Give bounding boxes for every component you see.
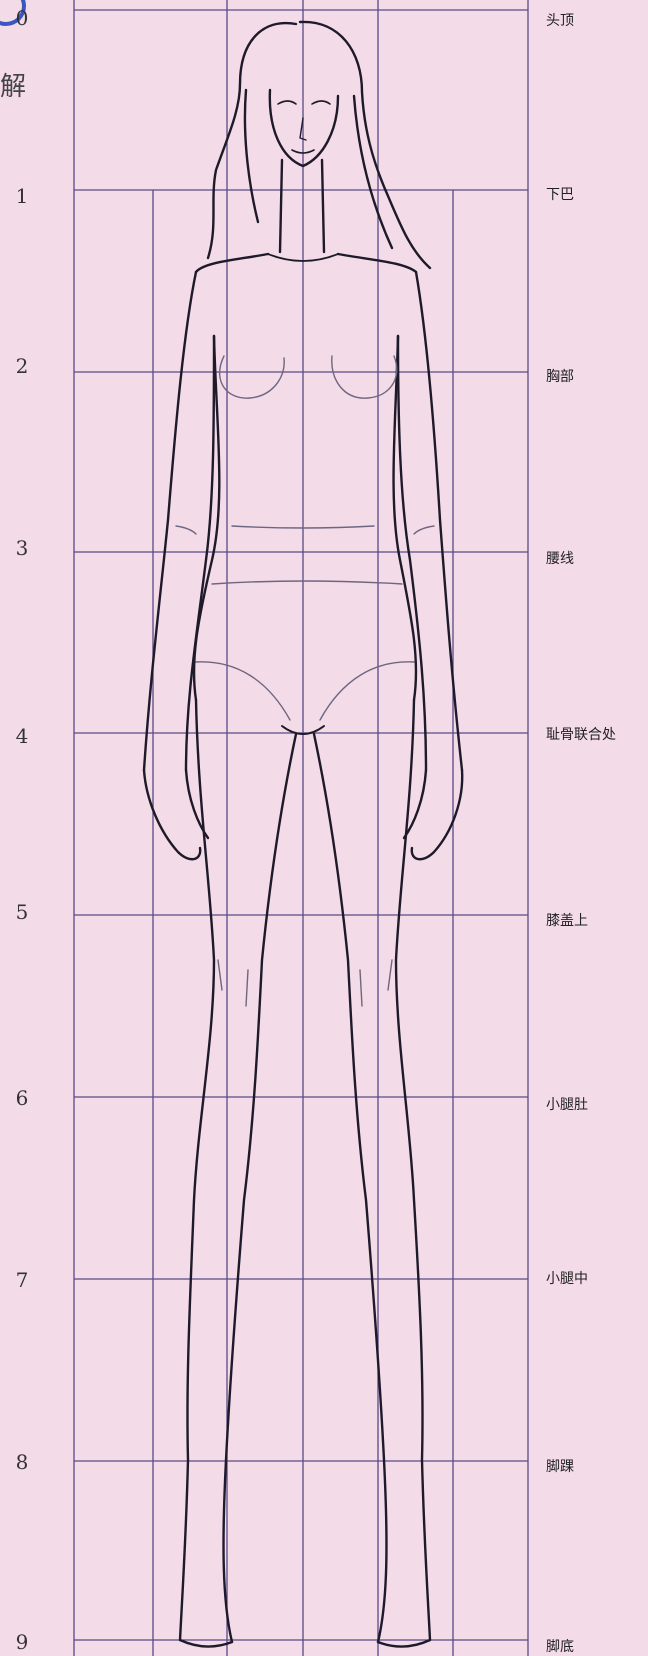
figure-construction-lines xyxy=(176,356,434,1006)
proportion-grid xyxy=(74,0,528,1656)
